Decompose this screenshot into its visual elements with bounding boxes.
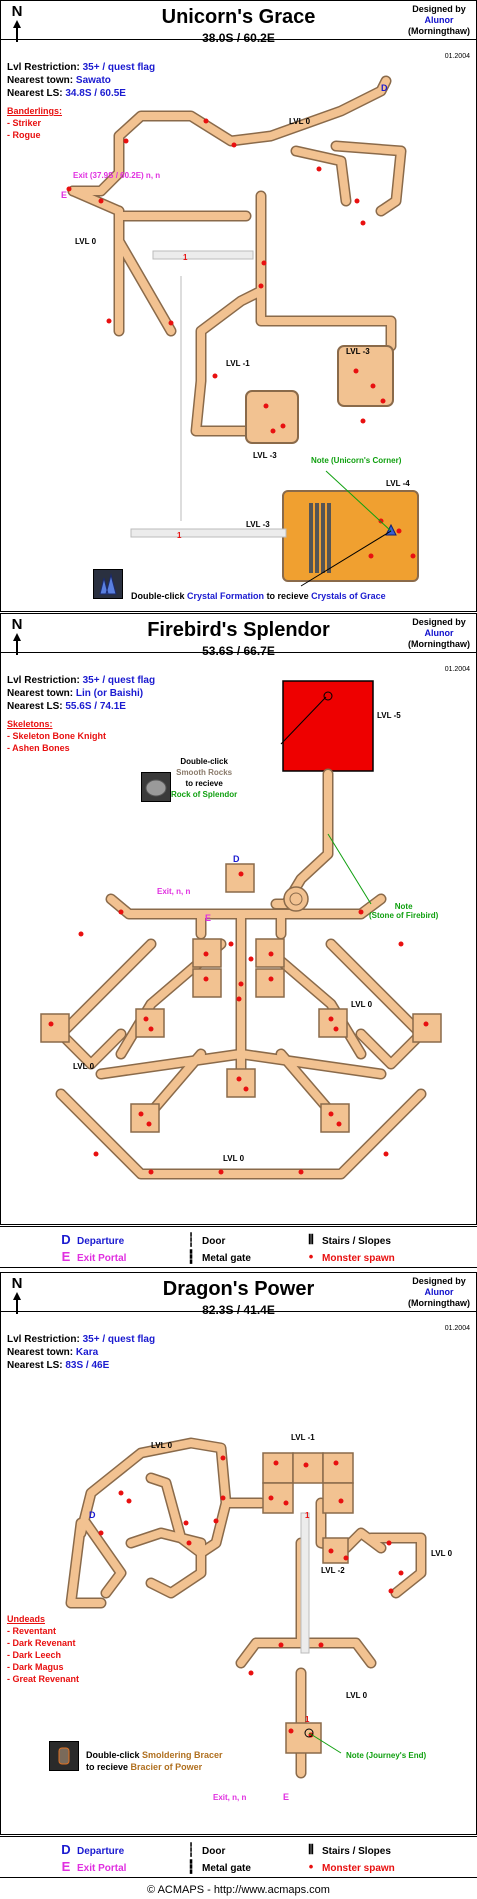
map-info: Lvl Restriction: 35+ / quest flag Neares… <box>7 1334 156 1371</box>
north-indicator: N <box>7 3 27 42</box>
designer-credit: Designed by Alunor (Morningthaw) <box>408 617 470 649</box>
note-label: Note (Unicorn's Corner) <box>311 456 402 465</box>
dungeon-map: D E 1 1 <box>65 1437 427 1802</box>
door-icon: ┆ <box>187 1842 195 1857</box>
north-arrow-icon <box>13 1292 21 1314</box>
exit-symbol: E <box>61 1859 71 1874</box>
departure-marker: D <box>89 1510 96 1520</box>
map-coords: 82.3S / 41.4E <box>202 1303 275 1317</box>
map-panel-firebirds-splendor: N Firebird's Splendor 53.6S / 66.7E Desi… <box>0 613 477 1225</box>
level-label: LVL 0 <box>151 1441 173 1450</box>
designer-credit: Designed by Alunor (Morningthaw) <box>408 1276 470 1308</box>
exit-label: Exit (37.9S / 60.2E) n, n <box>73 171 161 180</box>
exit-marker: E <box>61 190 67 200</box>
level-label: LVL 0 <box>289 117 311 126</box>
level-label: LVL -1 <box>291 1433 315 1442</box>
metal-gate-icon: ┇ <box>187 1859 195 1874</box>
map-info: Lvl Restriction: 35+ / quest flag Neares… <box>7 675 156 712</box>
map-panel-dragons-power: N Dragon's Power 82.3S / 41.4E Designed … <box>0 1272 477 1835</box>
departure-marker: D <box>381 83 388 93</box>
monster-spawn-icon: • <box>308 1249 314 1264</box>
level-label: LVL 0 <box>346 1691 368 1700</box>
designer-credit: Designed by Alunor (Morningthaw) <box>408 4 470 36</box>
level-label: LVL 0 <box>431 1549 453 1558</box>
monster-list: Banderlings: - Striker - Rogue <box>7 106 63 140</box>
smoldering-bracer-icon <box>49 1741 79 1771</box>
map-header: N Unicorn's Grace 38.0S / 60.2E Designed… <box>1 1 476 45</box>
action-hint: Double-click Crystal Formation to reciev… <box>131 591 386 601</box>
map-coords: 38.0S / 60.2E <box>202 31 275 45</box>
level-label: LVL -5 <box>377 711 401 720</box>
level-label: LVL -3 <box>253 451 277 460</box>
dungeon-map: D E <box>40 680 442 1180</box>
departure-symbol: D <box>61 1232 71 1247</box>
map-header: N Firebird's Splendor 53.6S / 66.7E Desi… <box>1 614 476 658</box>
door-icon: ┆ <box>187 1232 195 1247</box>
smooth-rocks-icon <box>141 772 171 802</box>
map-title: Firebird's Splendor <box>147 619 330 641</box>
crystal-formation-icon <box>93 569 123 599</box>
footer-credit: © ACMAPS - http://www.acmaps.com <box>147 1884 330 1896</box>
level-label: LVL 0 <box>223 1154 245 1163</box>
map-info: Lvl Restriction: 35+ / quest flag Neares… <box>7 62 156 99</box>
action-hint: Double-click Smooth Rocks to recieve Roc… <box>171 757 238 799</box>
level-label: LVL -2 <box>321 1566 345 1575</box>
north-indicator: N <box>7 1275 27 1314</box>
exit-marker: E <box>283 1792 289 1802</box>
level-label: LVL -3 <box>346 347 370 356</box>
level-label: LVL -4 <box>386 479 410 488</box>
gate-marker: 1 <box>305 1511 310 1520</box>
gate-marker: 1 <box>305 1715 310 1724</box>
level-label: LVL 0 <box>73 1062 95 1071</box>
departure-symbol: D <box>61 1842 71 1857</box>
map-title: Dragon's Power <box>162 1278 315 1300</box>
exit-label: Exit, n, n <box>157 887 191 896</box>
stairs-icon: ⫴ <box>308 1232 314 1247</box>
monster-list: Skeletons: - Skeleton Bone Knight - Ashe… <box>7 719 106 753</box>
gate-marker: 1 <box>177 531 182 540</box>
exit-label: Exit, n, n <box>213 1793 247 1802</box>
map-header: N Dragon's Power 82.3S / 41.4E Designed … <box>1 1273 476 1317</box>
metal-gate-icon: ┇ <box>187 1249 195 1264</box>
map-date: 01.2004 <box>444 1325 470 1332</box>
level-label: LVL -3 <box>246 520 270 529</box>
map-date: 01.2004 <box>444 666 470 673</box>
departure-marker: D <box>233 854 240 864</box>
map-title: Unicorn's Grace <box>161 6 316 28</box>
level-label: LVL 0 <box>75 237 97 246</box>
gate-marker: 1 <box>183 253 188 262</box>
note-label: Note (Journey's End) <box>346 1751 427 1760</box>
level-label: LVL -1 <box>226 359 250 368</box>
exit-symbol: E <box>61 1249 71 1264</box>
note-label: Note (Stone of Firebird) <box>369 902 439 920</box>
north-arrow-icon <box>13 633 21 655</box>
map-coords: 53.6S / 66.7E <box>202 644 275 658</box>
monster-list: Undeads - Reventant - Dark Revenant - Da… <box>7 1614 80 1684</box>
north-arrow-icon <box>13 20 21 42</box>
exit-marker: E <box>205 913 211 923</box>
map-date: 01.2004 <box>444 53 470 60</box>
dungeon-map: D E 1 1 <box>61 75 419 587</box>
north-indicator: N <box>7 616 27 655</box>
monster-spawn-icon: • <box>308 1859 314 1874</box>
action-hint: Double-click Smoldering Bracer to reciev… <box>86 1750 223 1772</box>
level-label: LVL 0 <box>351 1000 373 1009</box>
map-panel-unicorns-grace: N Unicorn's Grace 38.0S / 60.2E Designed… <box>0 0 477 612</box>
stairs-icon: ⫴ <box>308 1842 314 1857</box>
